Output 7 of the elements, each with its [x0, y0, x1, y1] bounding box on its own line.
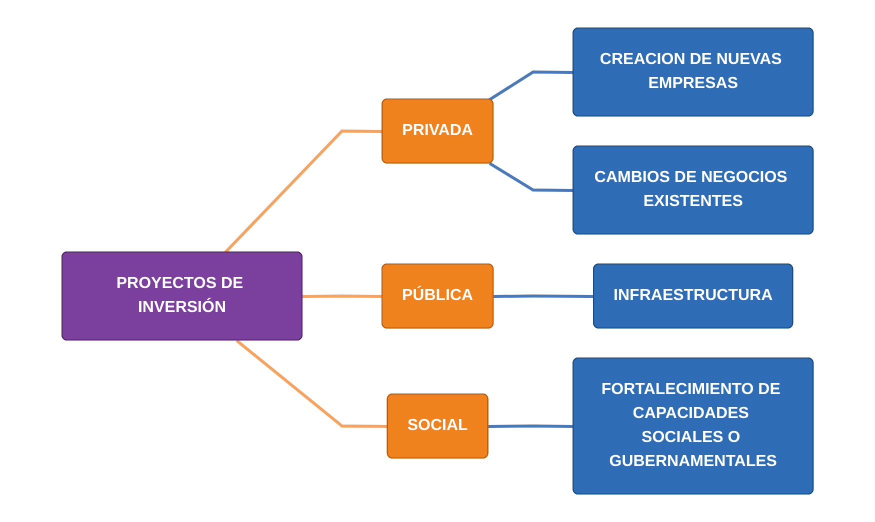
connector	[494, 294, 594, 298]
connector	[488, 424, 574, 428]
connector	[224, 130, 383, 254]
connector	[236, 339, 388, 428]
connector	[302, 294, 382, 298]
connector	[488, 162, 574, 192]
connector	[488, 70, 574, 101]
